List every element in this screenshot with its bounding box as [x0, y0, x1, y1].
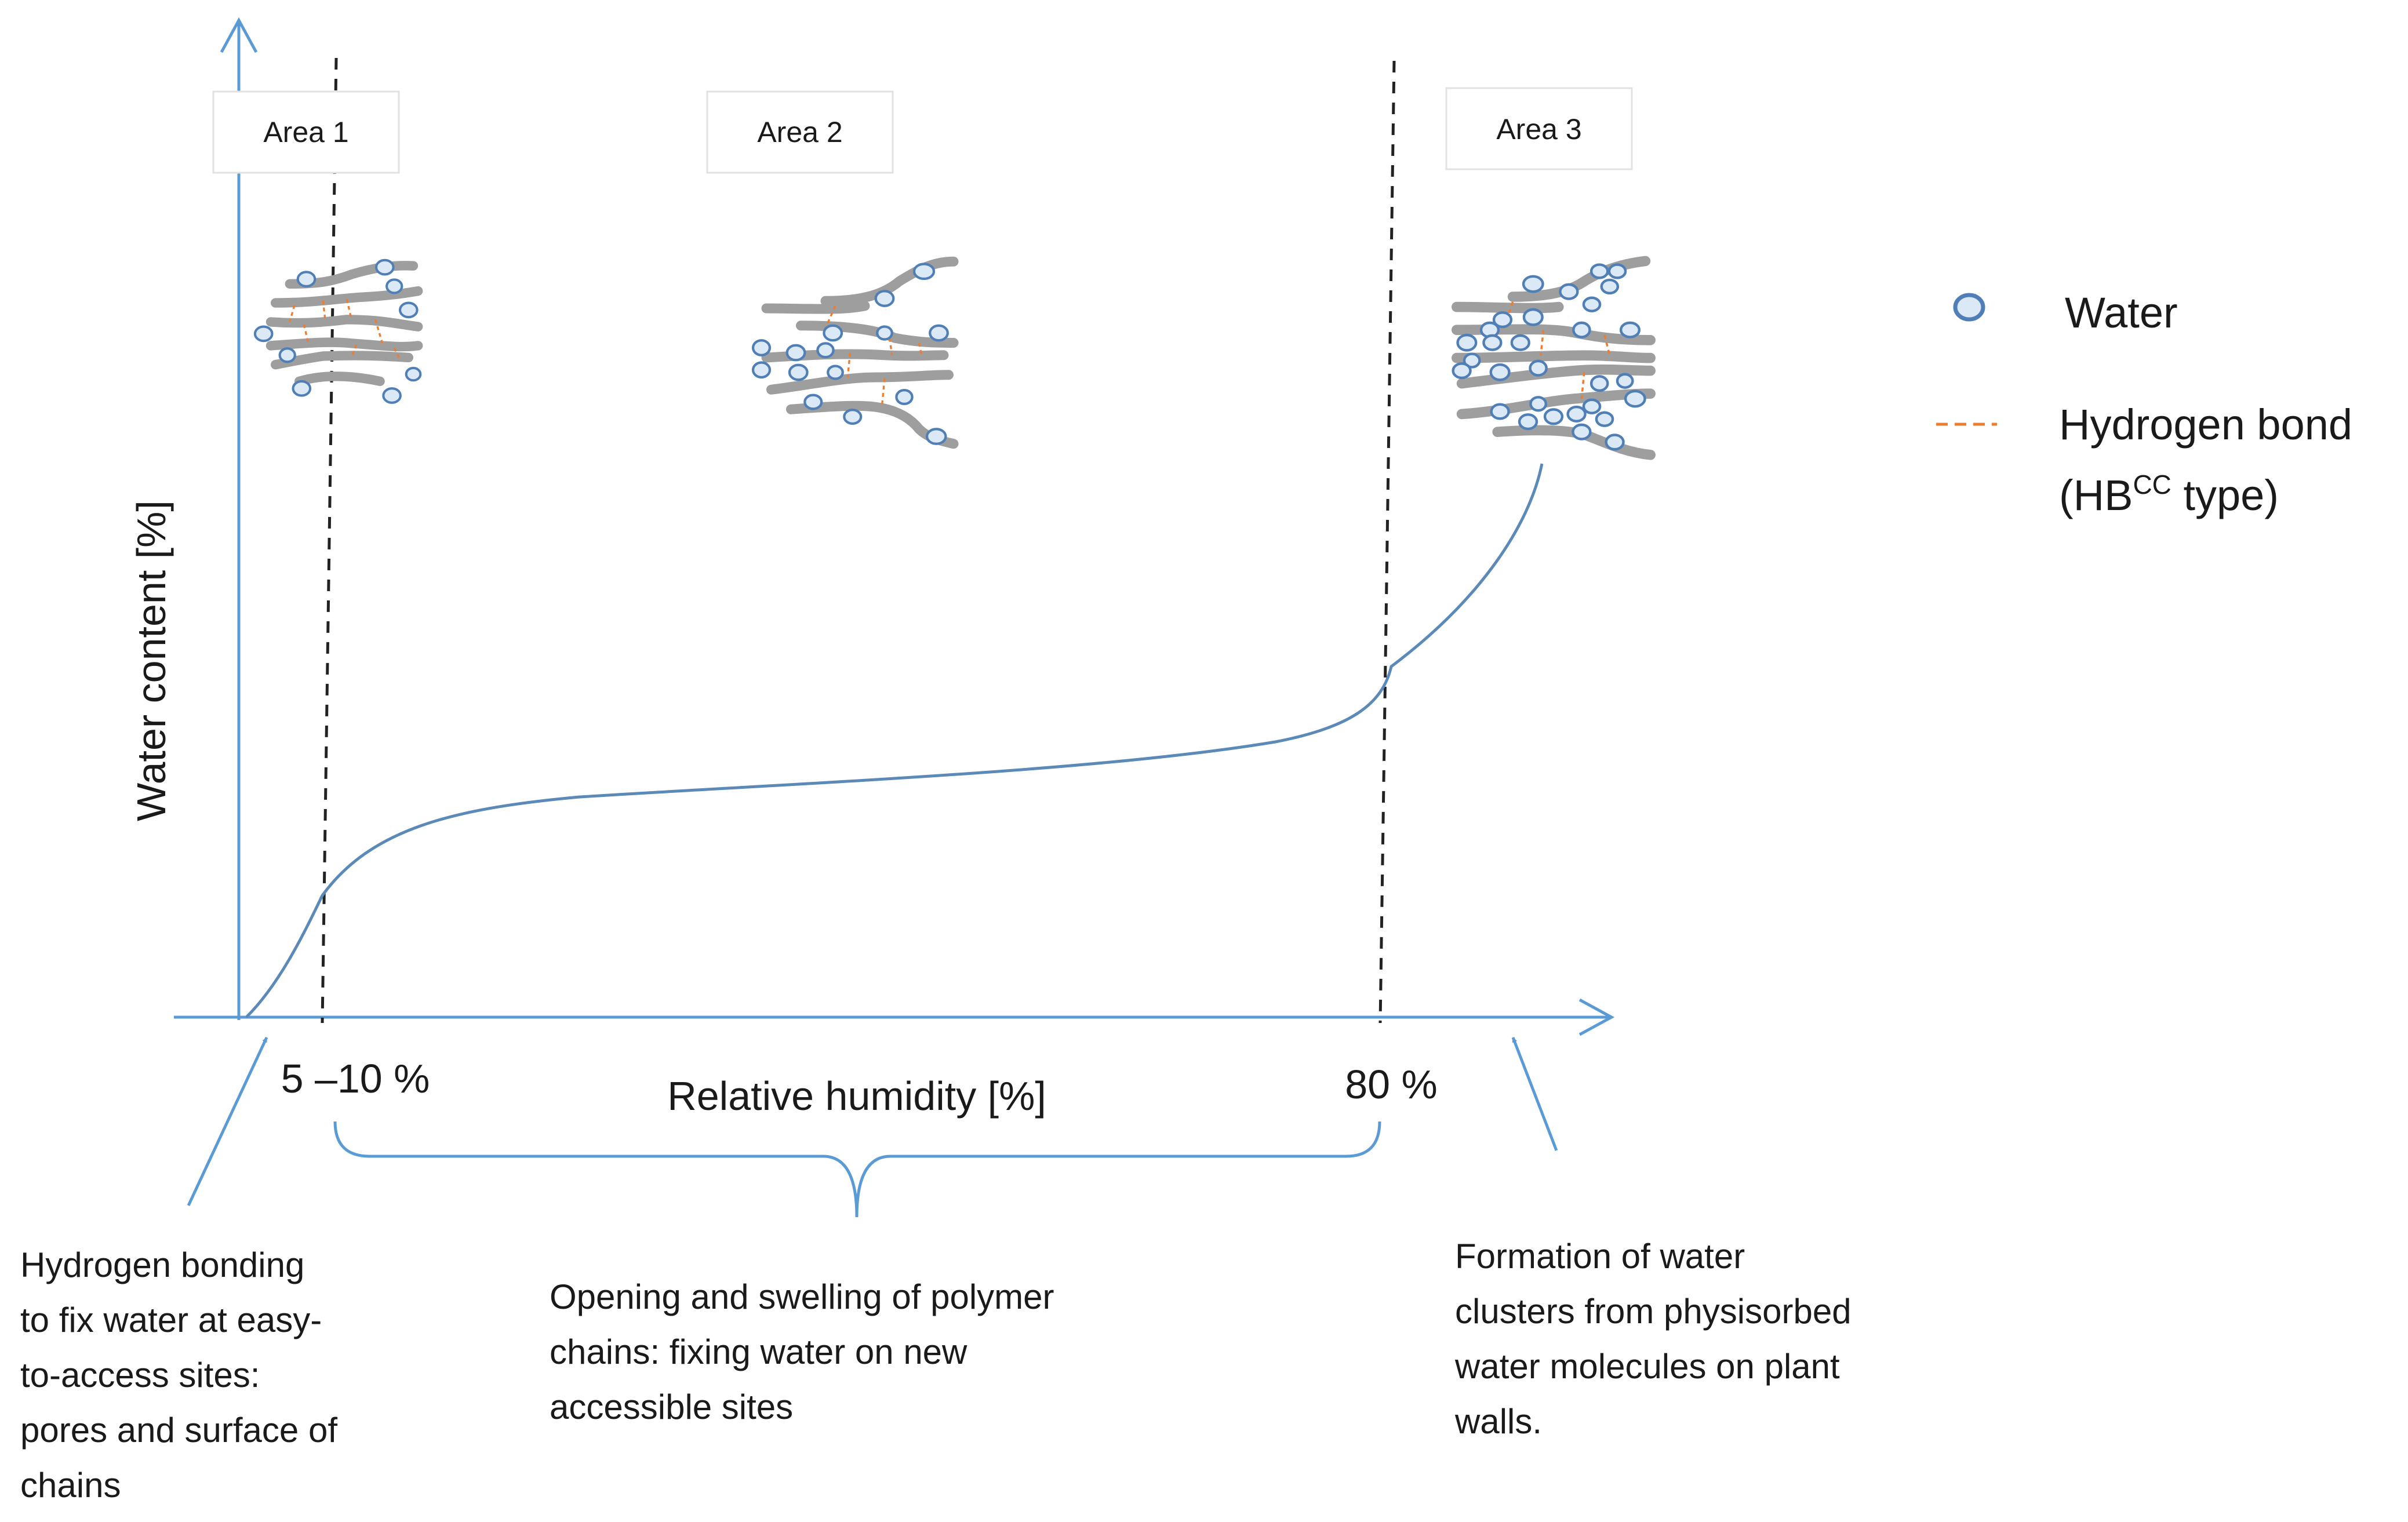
legend: Water Hydrogen bond (HBCC type)	[1936, 289, 2352, 519]
y-axis-arrowhead	[220, 17, 258, 53]
area-2-description: Opening and swelling of polymer chains: …	[550, 1277, 1054, 1426]
area-3-pointer-arrow	[1511, 1037, 1558, 1151]
x-axis-label: Relative humidity [%]	[667, 1073, 1046, 1119]
area-3-label: Area 3	[1496, 113, 1581, 145]
legend-water-label: Water	[2065, 289, 2178, 337]
area-3-polymer-illustration	[1452, 256, 1656, 460]
area-3-label-box: Area 3	[1445, 87, 1633, 170]
area-2-label-box: Area 2	[706, 90, 894, 174]
y-axis-label: Water content [%]	[129, 500, 174, 821]
x-axis-arrowhead	[1578, 998, 1615, 1036]
boundary-low-dashed-line	[321, 57, 338, 1024]
area-1-polymer-illustration	[253, 258, 423, 404]
marker-high-label: 80 %	[1345, 1062, 1438, 1107]
area-1-label-box: Area 1	[212, 90, 400, 174]
area-3-description: Formation of water clusters from physiso…	[1455, 1237, 1852, 1441]
marker-low-label: 5 –10 %	[281, 1056, 430, 1101]
area-2-polymer-illustration	[751, 256, 959, 449]
area-2-label: Area 2	[757, 116, 842, 148]
sorption-isotherm-curve	[245, 463, 1544, 1018]
area-1-label: Area 1	[263, 116, 348, 148]
legend-water-icon	[1953, 293, 1985, 322]
area-1-description: Hydrogen bonding to fix water at easy- t…	[20, 1246, 338, 1505]
boundary-high-dashed-line	[1378, 60, 1396, 1024]
legend-hbond-label-line2: (HBCC type)	[2059, 469, 2279, 519]
range-brace	[333, 1121, 1381, 1218]
legend-hbond-label-line1: Hydrogen bond	[2059, 400, 2352, 449]
area-1-pointer-arrow	[187, 1036, 268, 1207]
